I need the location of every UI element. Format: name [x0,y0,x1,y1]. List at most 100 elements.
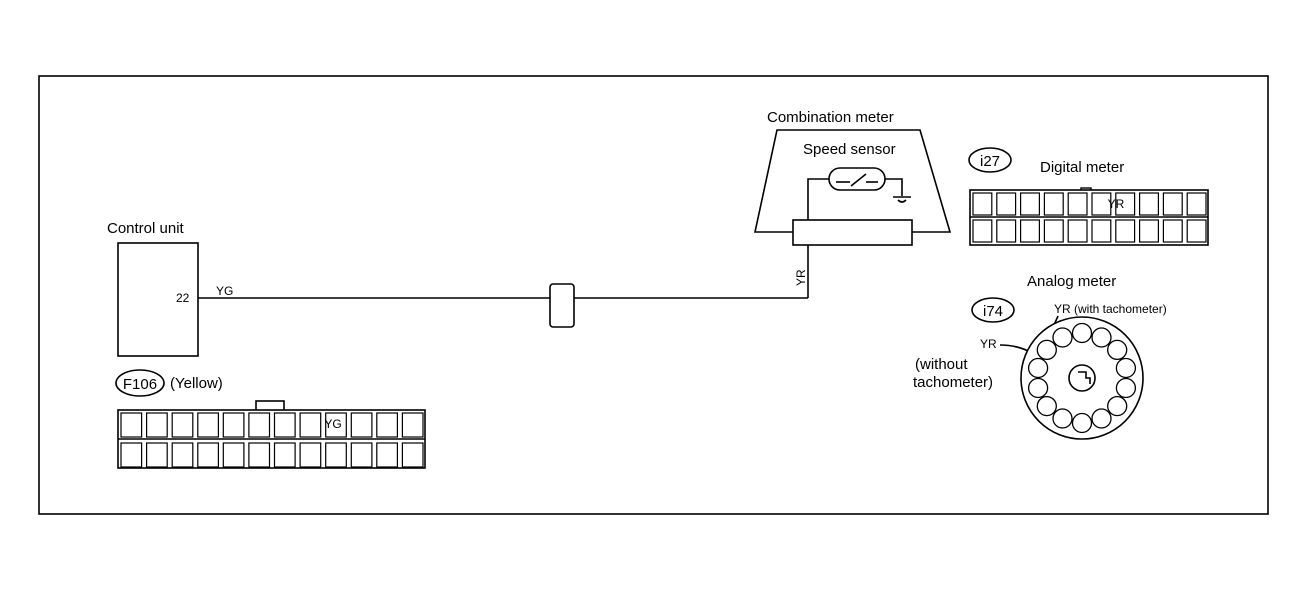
i27-pin [972,192,993,216]
inline-connector [549,283,575,328]
f106-pin [120,412,143,438]
i27-pin [1115,192,1136,216]
connector-i27: i27 Digital meter YR [968,147,1209,246]
i27-title: Digital meter [1040,159,1124,176]
f106-pin [376,442,398,468]
i74-pin [1071,412,1093,434]
sensor-lead-left [807,178,829,220]
i27-pin [996,219,1017,243]
meter-terminal-block [792,219,913,246]
i27-pin [1186,219,1207,243]
i74-pin [1052,408,1073,429]
i74-pin [1036,339,1057,361]
f106-pin [146,442,168,468]
speed-sensor-body [828,167,886,191]
i27-pin [1186,192,1207,216]
f106-pin [273,442,296,468]
f106-pin [299,442,322,468]
i27-code-oval [968,147,1012,173]
i74-code-oval [971,297,1015,323]
i74-with-label: YR (with tachometer) [1054,302,1167,316]
i27-pin [1162,219,1183,243]
i27-pin-label: YR [1108,197,1125,211]
i27-pin [1091,192,1112,216]
f106-pin [120,442,143,468]
i74-without-line2: tachometer) [913,374,993,391]
i74-title: Analog meter [1027,273,1116,290]
i74-pin [1027,377,1049,399]
control-unit-wire-color: YG [216,284,233,298]
f106-pin [197,442,220,468]
f106-pin [171,442,194,468]
control-unit-title: Control unit [107,220,185,237]
i74-pin [1027,357,1049,379]
f106-pin [171,412,194,438]
i27-pin [1138,219,1159,243]
ground-symbol-curl [897,199,907,203]
control-unit-pin: 22 [176,291,190,305]
i74-pin-ring [1027,322,1137,434]
i74-pin [1052,327,1073,348]
control-unit-box [117,242,199,357]
connector-i74: Analog meter i74 YR (with tachometer) YR… [913,273,1167,440]
f106-code-oval [115,369,165,397]
i74-pin [1071,322,1093,344]
i74-center-hub [1068,364,1096,392]
i27-pin [996,192,1017,216]
i27-pin [1019,192,1040,216]
f106-pin [146,412,168,438]
f106-pin [222,442,245,468]
f106-pin [299,412,322,438]
f106-pin [273,412,296,438]
i74-pin [1091,408,1112,429]
i27-code: i27 [980,153,1000,170]
f106-pin [325,442,347,468]
i74-code: i74 [983,303,1003,320]
f106-pin [401,412,424,438]
meter-housing [754,129,952,233]
riser-wire-color: YR [794,269,808,286]
i27-pin [972,219,993,243]
i27-pin-grid [969,187,1209,246]
i27-pin [1067,219,1088,243]
i27-pin [1115,219,1136,243]
f106-note: (Yellow) [170,375,223,392]
f106-pin [248,412,271,438]
f106-pin [401,442,424,468]
speed-sensor-label: Speed sensor [803,141,896,158]
i74-center-key [1078,371,1091,384]
f106-pin [350,412,373,438]
i27-pin [1091,219,1112,243]
i74-without-line1: (without [915,356,968,373]
i27-pin [1138,192,1159,216]
f106-pin [248,442,271,468]
i27-pin [1043,192,1064,216]
i74-without-pin: YR [980,337,997,351]
f106-pin [222,412,245,438]
sensor-lead-right [885,178,903,196]
f106-pin [325,412,347,438]
i74-pin [1107,339,1128,361]
f106-pin [376,412,398,438]
f106-pin-grid [117,400,426,469]
f106-pin [197,412,220,438]
i27-pin [1067,192,1088,216]
combination-meter-title: Combination meter [767,109,894,126]
f106-code: F106 [123,376,157,393]
i74-pin [1036,395,1057,417]
i27-pin [1162,192,1183,216]
f106-pin-label: YG [324,417,341,431]
i27-pin [1043,219,1064,243]
combination-meter: Combination meter Speed sensor [754,109,952,246]
f106-pin [350,442,373,468]
connector-f106: F106 (Yellow) YG [115,369,426,469]
i27-pin [1019,219,1040,243]
diagram-frame [38,75,1269,515]
i74-pin [1115,357,1137,379]
reed-switch-contact [850,173,867,187]
i74-pin [1091,327,1112,348]
i74-pin [1115,377,1137,399]
control-unit: Control unit 22 YG [107,220,233,357]
i74-pin [1107,395,1128,417]
